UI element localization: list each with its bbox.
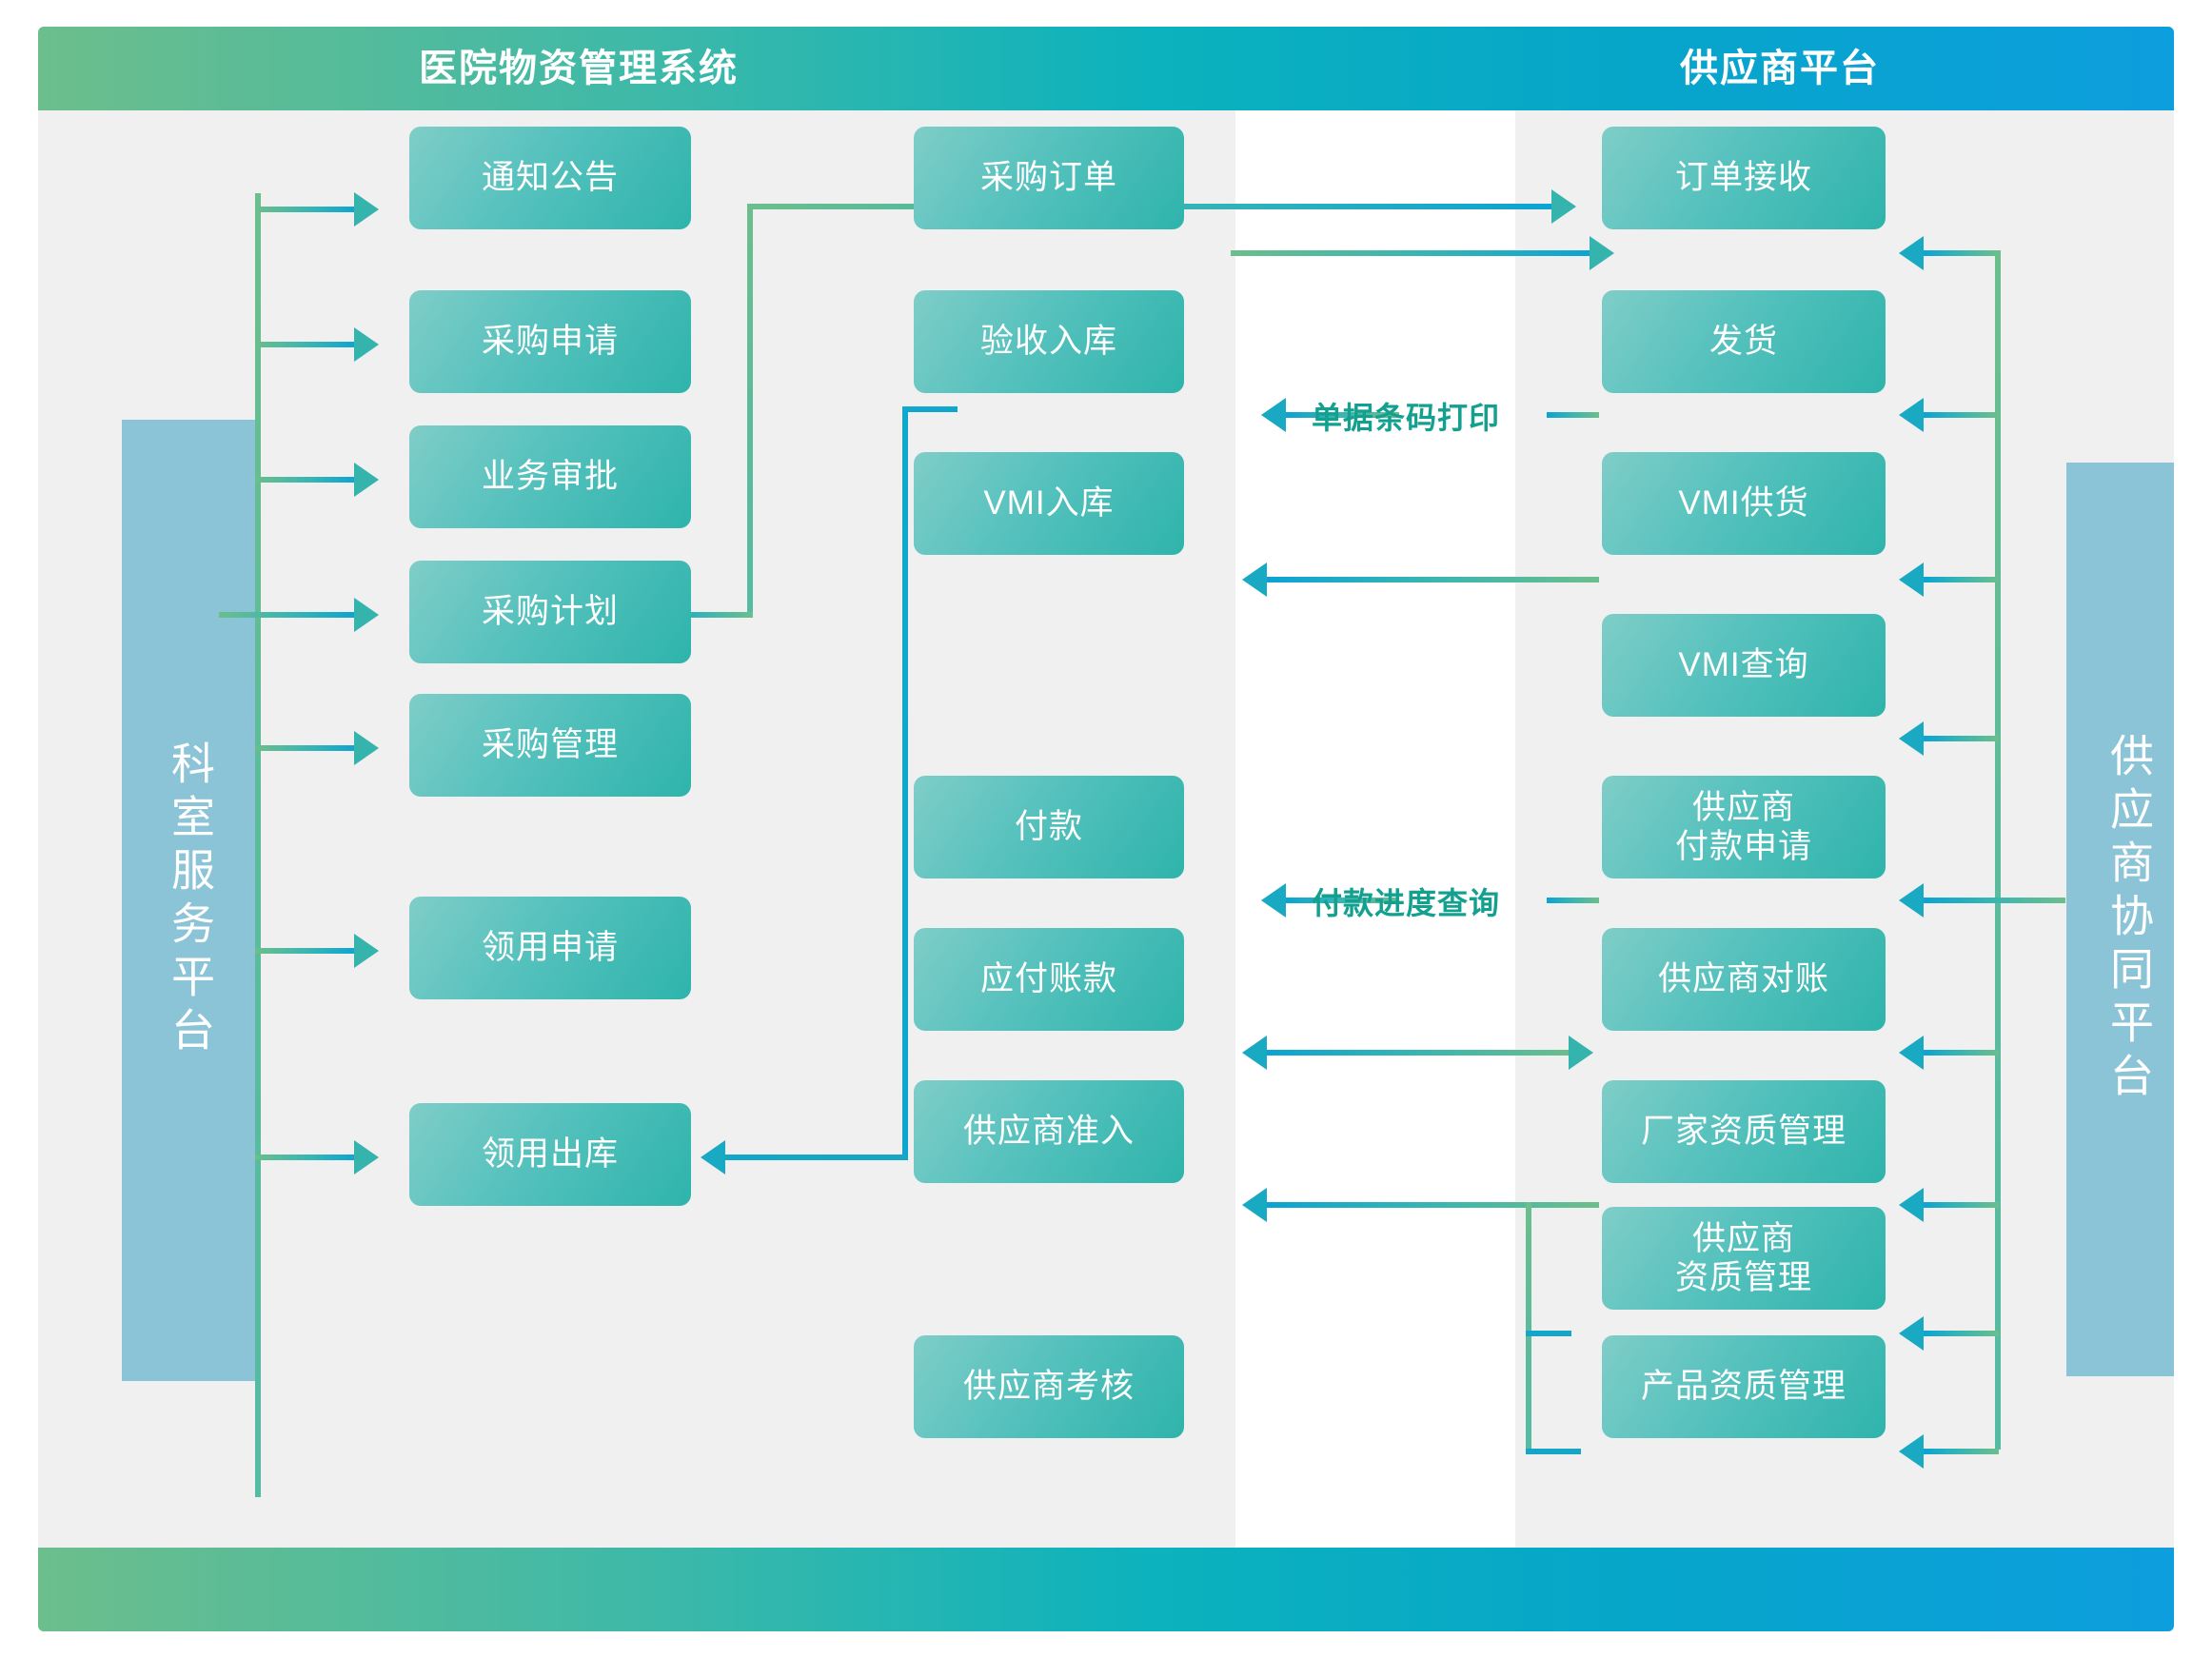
node-purchase-management[interactable]: 采购管理 [409, 694, 691, 797]
arrow-to-payment-icon [1261, 883, 1286, 918]
flow-label-barcode: 单据条码打印 [1312, 401, 1501, 435]
payment-label-right-line [1547, 898, 1599, 903]
supplier-collaboration-platform-label: 供应商协同平台 [2103, 733, 2154, 1106]
receipt-to-issue-stub [902, 406, 958, 412]
supplier-platform-title: 供应商平台 [1680, 48, 1880, 89]
connector-to-approval [255, 477, 360, 483]
arrow-left-manufacturer-qualification-icon [1899, 1188, 1924, 1222]
node-order-receive[interactable]: 订单接收 [1602, 127, 1886, 229]
header-band [38, 27, 2174, 110]
footer-band [38, 1548, 2174, 1631]
node-requisition-issue[interactable]: 领用出库 [409, 1103, 691, 1206]
node-vmi-supply[interactable]: VMI供货 [1602, 452, 1886, 555]
supplier-branch-payment-request [1923, 898, 2065, 903]
arrow-left-vmi-query-icon [1899, 721, 1924, 756]
qualification-bus-vertical [1526, 1202, 1531, 1454]
node-supplier-payment-request[interactable]: 供应商 付款申请 [1602, 776, 1886, 878]
arrow-to-approval-icon [354, 463, 379, 497]
node-supplier-payment-request-line1: 供应商 [1691, 788, 1795, 826]
receipt-to-issue-horizontal [725, 1155, 908, 1160]
arrow-to-purchase-request-icon [354, 327, 379, 362]
diagram-frame: 医院物资管理系统 供应商平台 科室服务平台 供应商协同平台 [38, 27, 2174, 1631]
node-shipment[interactable]: 发货 [1602, 290, 1886, 393]
arrow-left-shipment-icon [1899, 398, 1924, 432]
arrow-to-purchase-plan-icon [354, 598, 379, 632]
node-supplier-payment-request-line2: 付款申请 [1674, 828, 1812, 865]
arrow-to-payable-icon [1242, 1036, 1267, 1070]
hospital-system-title: 医院物资管理系统 [419, 48, 739, 89]
arrow-to-supplier-admittance-icon [1242, 1188, 1267, 1222]
department-service-platform-pillar: 科室服务平台 [122, 420, 257, 1381]
node-receiving-inbound[interactable]: 验收入库 [914, 290, 1184, 393]
arrow-left-vmi-supply-icon [1899, 563, 1924, 597]
qualification-to-admittance-line [1266, 1202, 1599, 1208]
arrow-to-reconciliation-icon [1569, 1036, 1593, 1070]
node-purchase-order[interactable]: 采购订单 [914, 127, 1184, 229]
supplier-branch-supplier-qualification [1923, 1331, 1999, 1336]
node-supplier-qualification-line1: 供应商 [1691, 1219, 1795, 1257]
receipt-to-issue-vertical [902, 406, 908, 1155]
node-manufacturer-qualification[interactable]: 厂家资质管理 [1602, 1080, 1886, 1183]
node-supplier-admittance[interactable]: 供应商准入 [914, 1080, 1184, 1183]
node-business-approval[interactable]: 业务审批 [409, 425, 691, 528]
node-requisition-request[interactable]: 领用申请 [409, 897, 691, 999]
node-supplier-qualification[interactable]: 供应商 资质管理 [1602, 1207, 1886, 1310]
order-to-order-receive-line [1231, 250, 1597, 256]
arrow-left-order-receive-icon [1899, 236, 1924, 270]
arrow-to-requisition-issue-icon [354, 1140, 379, 1174]
node-supplier-evaluation[interactable]: 供应商考核 [914, 1335, 1184, 1438]
connector-to-purchase-management [255, 745, 360, 751]
vmi-supply-to-vmi-receipt-line [1266, 577, 1599, 582]
supplier-branch-order-receive [1923, 250, 1999, 256]
node-vmi-query[interactable]: VMI查询 [1602, 614, 1886, 717]
supplier-branch-shipment [1923, 412, 1999, 418]
connector-to-requisition-issue [255, 1155, 360, 1160]
barcode-label-right-line [1547, 412, 1599, 418]
connector-to-notice [255, 207, 360, 212]
arrow-to-vmi-receipt-icon [1242, 563, 1267, 597]
payment-label-left-line [1285, 898, 1399, 903]
arrow-to-receipt-icon [1261, 398, 1286, 432]
arrow-left-product-qualification-icon [1899, 1434, 1924, 1469]
arrow-to-order-receive-icon [1590, 236, 1614, 270]
connector-to-purchase-plan [219, 612, 360, 618]
node-accounts-payable[interactable]: 应付账款 [914, 928, 1184, 1031]
node-vmi-inbound[interactable]: VMI入库 [914, 452, 1184, 555]
supplier-bus-vertical [1995, 250, 2001, 1450]
node-supplier-qualification-line2: 资质管理 [1674, 1259, 1812, 1296]
arrow-left-supplier-qualification-icon [1899, 1316, 1924, 1351]
arrow-left-payment-request-icon [1899, 883, 1924, 918]
node-purchase-request[interactable]: 采购申请 [409, 290, 691, 393]
node-product-qualification[interactable]: 产品资质管理 [1602, 1335, 1886, 1438]
arrow-left-reconciliation-icon [1899, 1036, 1924, 1070]
barcode-label-left-line [1285, 412, 1399, 418]
department-bus-vertical [255, 193, 261, 1497]
flow-label-payment-progress: 付款进度查询 [1312, 886, 1501, 920]
supplier-branch-manufacturer-qualification [1923, 1202, 1999, 1208]
plan-to-order-vertical [747, 204, 753, 618]
supplier-collaboration-platform-pillar: 供应商协同平台 [2066, 463, 2174, 1376]
arrow-to-purchase-order-icon [1551, 189, 1576, 224]
arrow-to-requisition-request-icon [354, 934, 379, 968]
qualification-branch-product [1526, 1449, 1581, 1454]
department-service-platform-label: 科室服务平台 [165, 740, 215, 1060]
supplier-branch-reconciliation [1923, 1050, 1999, 1056]
node-purchase-plan[interactable]: 采购计划 [409, 561, 691, 663]
arrow-to-requisition-issue-from-receipt-icon [701, 1140, 725, 1174]
connector-to-requisition-request [255, 948, 360, 954]
supplier-branch-vmi-supply [1923, 577, 1999, 582]
interface-strip-background [1235, 110, 1515, 1548]
plan-to-order-stub [655, 612, 753, 618]
supplier-branch-vmi-query [1923, 736, 1999, 741]
connector-to-purchase-request [255, 342, 360, 347]
arrow-to-notice-icon [354, 192, 379, 227]
arrow-to-purchase-management-icon [354, 731, 379, 765]
node-notice-announcement[interactable]: 通知公告 [409, 127, 691, 229]
payable-reconciliation-line [1266, 1050, 1575, 1056]
node-supplier-reconciliation[interactable]: 供应商对账 [1602, 928, 1886, 1031]
supplier-branch-product-qualification [1923, 1449, 1999, 1454]
qualification-branch-supplier [1526, 1331, 1571, 1336]
node-payment[interactable]: 付款 [914, 776, 1184, 878]
